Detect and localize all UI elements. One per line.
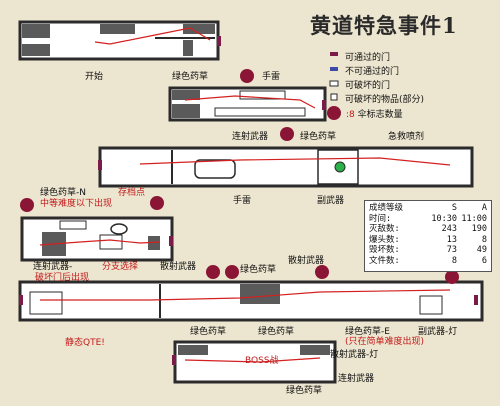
label-branch-choice: 分支选择 xyxy=(102,262,139,272)
label-normal-below: 中等难度以下出现 xyxy=(40,199,113,209)
route xyxy=(39,27,451,363)
umbrella-icon xyxy=(206,265,220,279)
label-easy-only: (只在简单难度出现) xyxy=(345,337,425,347)
page-title: 黄道特急事件1 xyxy=(310,13,458,38)
label-static-qte: 静态QTE! xyxy=(65,338,105,348)
label-green-herb-4: 绿色药草 xyxy=(190,327,227,337)
doors xyxy=(19,36,478,365)
umbrella-icon xyxy=(280,127,294,141)
door-icon xyxy=(322,100,326,110)
car-3 xyxy=(98,146,474,188)
label-start: 开始 xyxy=(85,72,104,82)
umbrellas xyxy=(20,69,459,284)
label-green-herb-6: 绿色药草 xyxy=(286,386,323,396)
label-smg-3: 连射武器 xyxy=(338,374,375,384)
label-shotgun-1: 散射武器 xyxy=(160,262,197,272)
label-first-aid-spray: 急救喷剂 xyxy=(388,132,425,142)
label-green-herb-5: 绿色药草 xyxy=(258,327,295,337)
label-smg-2: 连射武器- xyxy=(33,262,73,272)
umbrella-icon xyxy=(20,198,34,212)
legend-impassable-door: 不可通过的门 xyxy=(345,67,400,77)
stats-row-time: 时间: 10:30 11:00 xyxy=(369,213,487,224)
label-save-point: 存档点 xyxy=(118,188,146,198)
stats-header-grade: 成绩等级 xyxy=(369,203,404,213)
umbrella-icon xyxy=(445,270,459,284)
car-4 xyxy=(20,216,174,262)
label-green-herb-e: 绿色药草-E xyxy=(345,327,390,337)
stats-row-kills: 灭敌数: 243 190 xyxy=(369,224,487,234)
umbrella-icon xyxy=(315,265,329,279)
car-5 xyxy=(18,280,484,322)
door-icon xyxy=(19,295,23,305)
stats-table: 成绩等级 S A 时间: 10:30 11:00 灭敌数: 243 190 爆头… xyxy=(364,200,492,272)
legend-passable-door: 可通过的门 xyxy=(345,53,391,63)
umbrella-icon xyxy=(150,196,164,210)
label-sub-weapon-1: 副武器 xyxy=(317,196,345,206)
door-icon xyxy=(217,36,221,46)
stats-header-s: S xyxy=(451,203,457,213)
door-icon xyxy=(172,355,176,365)
label-green-herb-3: 绿色药草 xyxy=(240,265,277,275)
umbrella-icon xyxy=(240,69,254,83)
label-sub-weapon-light: 副武器-灯 xyxy=(418,327,458,337)
label-grenade-2: 手雷 xyxy=(233,196,252,206)
stats-header: 成绩等级 S A xyxy=(369,203,487,214)
label-shotgun-2: 散射武器 xyxy=(288,256,325,266)
door-icon xyxy=(474,295,478,305)
label-smg-1: 连射武器 xyxy=(232,132,269,142)
label-green-herb-1: 绿色药草 xyxy=(172,72,209,82)
label-grenade-1: 手雷 xyxy=(262,72,281,82)
stats-row-destroyed: 毁坏数: 73 49 xyxy=(369,245,487,255)
label-after-break-door: 破坏门后出现 xyxy=(35,273,90,283)
legend-breakable-items: 可破坏的物品(部分) xyxy=(345,95,425,105)
door-icon xyxy=(169,236,173,246)
car-1 xyxy=(18,20,220,61)
stats-header-a: A xyxy=(481,203,487,213)
door-icon xyxy=(98,160,102,170)
legend-icons xyxy=(327,52,341,120)
umbrella-count-value: :8 xyxy=(346,110,355,120)
label-shotgun-light: 散射武器-灯 xyxy=(330,350,379,360)
stats-row-files: 文件数: 8 6 xyxy=(369,255,487,266)
legend-umbrella-count: 伞标志数量 xyxy=(357,110,403,120)
umbrella-icon xyxy=(225,265,239,279)
label-green-herb-n: 绿色药草-N xyxy=(40,188,86,198)
car-2 xyxy=(168,86,327,122)
stats-row-headshots: 爆头数: 13 8 xyxy=(369,234,487,245)
label-boss-battle: BOSS战 xyxy=(245,356,279,366)
legend-breakable-door: 可破坏的门 xyxy=(345,81,391,91)
label-green-herb-2: 绿色药草 xyxy=(300,132,337,142)
save-point-icon xyxy=(110,223,128,235)
